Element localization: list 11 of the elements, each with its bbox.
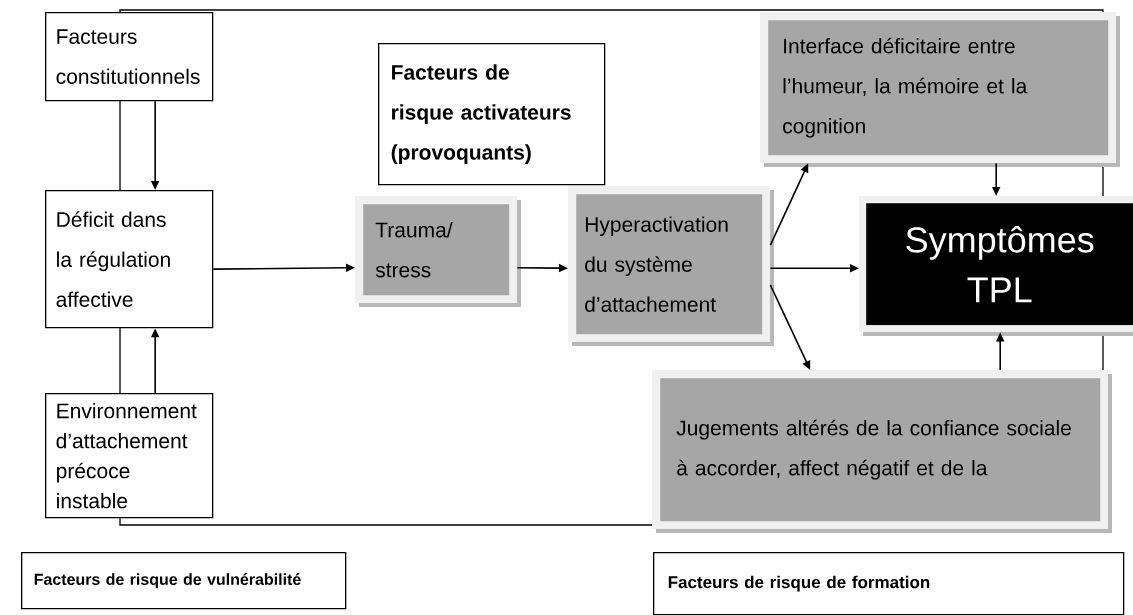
category-box: Facteurs de risque de formation xyxy=(653,552,1125,615)
factor-box: Environnement d’attachement précoce instable xyxy=(45,393,214,519)
process-box: Trauma/ stress xyxy=(355,196,521,307)
outcome-box: Symptômes TPL xyxy=(859,196,1133,336)
heading-box: Facteurs de risque activateurs (provoquants) xyxy=(378,43,606,186)
process-box: Hyperactivation du système d’attachement xyxy=(568,186,774,346)
factor-box: Facteurs constitutionnels xyxy=(45,12,214,102)
process-box: Interface déficitaire entre l’humeur, la mémoire et la cognition xyxy=(760,12,1120,167)
factor-box: Déficit dans la régulation affective xyxy=(45,190,214,329)
category-box: Facteurs de risque de vulnérabilité xyxy=(21,552,347,610)
process-box: Jugements altérés de la confiance sociale à accorder, affect négatif et de la xyxy=(652,370,1112,533)
